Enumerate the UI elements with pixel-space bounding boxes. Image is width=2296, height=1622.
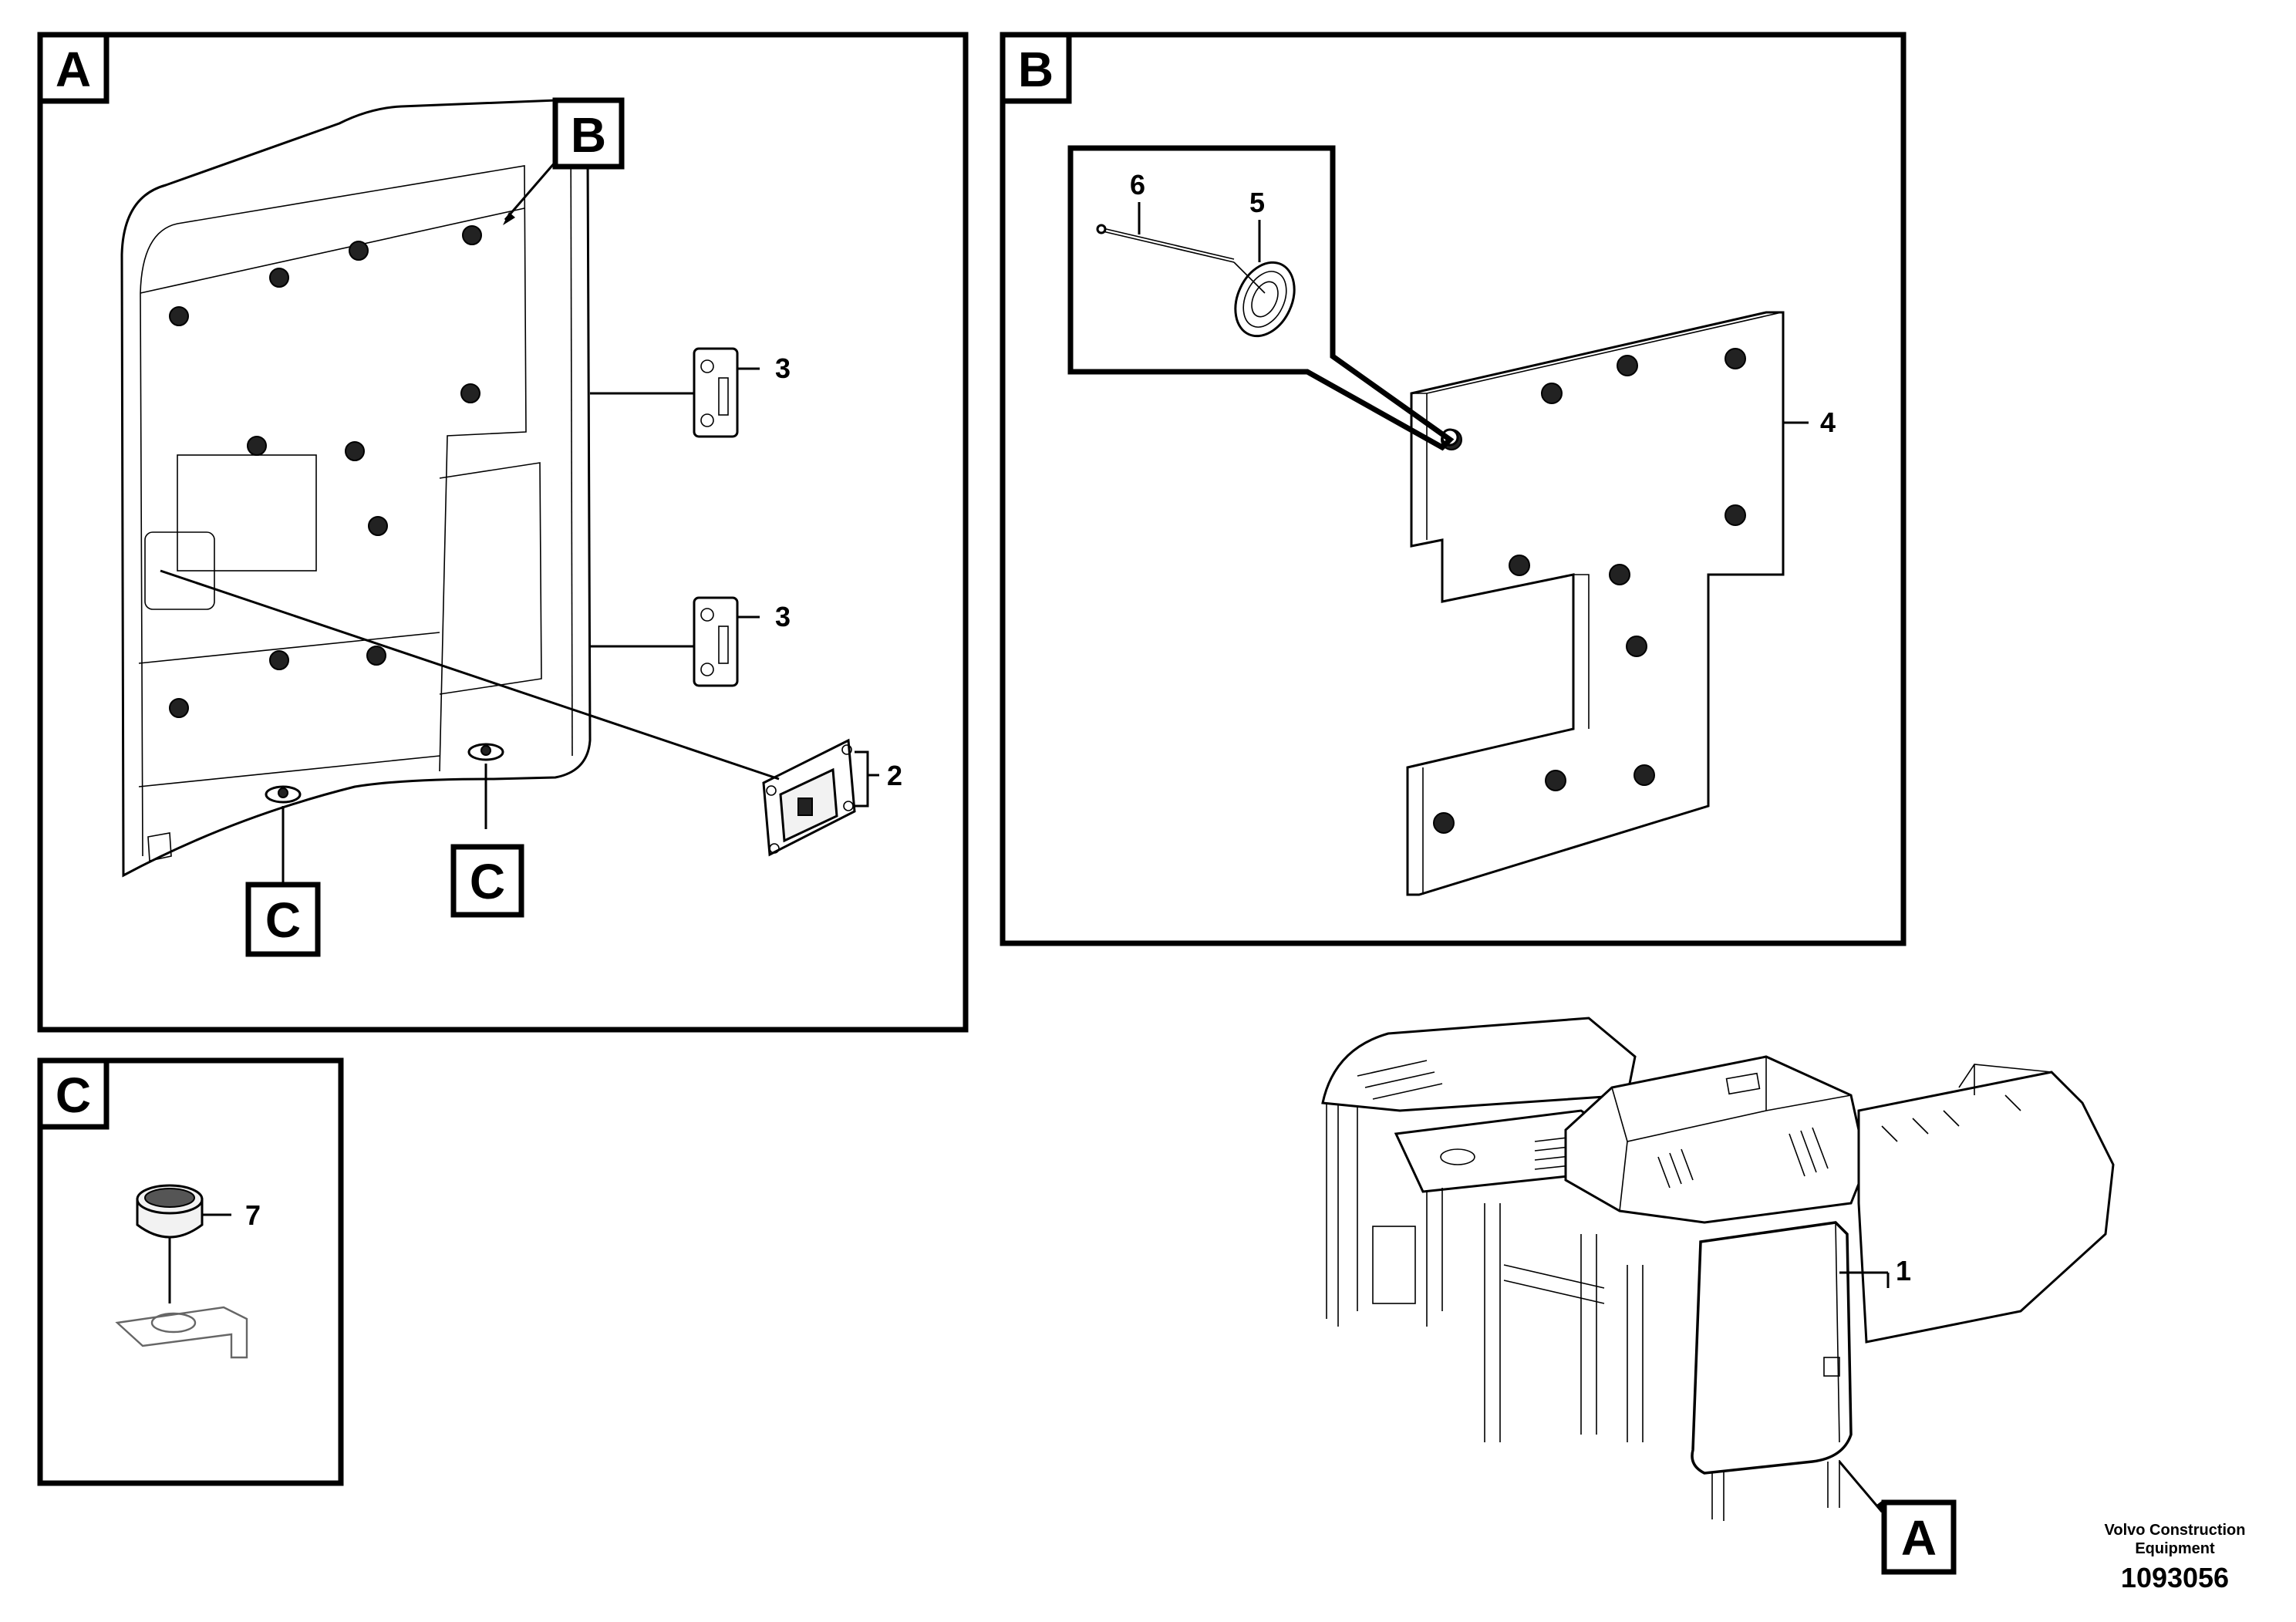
insulation-mat	[1406, 311, 1785, 896]
panel-c: C 7	[37, 1057, 344, 1486]
detail-tag-a-box	[1881, 1499, 1957, 1575]
company-name-line1: Volvo Construction	[2105, 1522, 2246, 1539]
callout-3-upper: 3	[775, 352, 791, 384]
panel-b-tag-box	[1000, 32, 1072, 104]
panel-c-frame	[37, 1057, 344, 1486]
callout-5: 5	[1249, 187, 1265, 218]
callout-3-lower: 3	[775, 601, 791, 632]
machine-side-door	[1691, 1221, 1853, 1475]
panel-b-tag: B	[1018, 42, 1054, 97]
callout-6: 6	[1130, 169, 1145, 201]
bottom-mounts	[265, 743, 504, 804]
panel-a-tag: A	[56, 42, 91, 97]
side-cover-panel	[120, 99, 592, 878]
panel-a-tag-box	[37, 32, 110, 104]
detail-tag-b-box	[552, 97, 625, 170]
drawing-number: 1093056	[2121, 1562, 2229, 1593]
panel-a: A	[37, 32, 969, 1033]
rubber-grommet	[136, 1184, 204, 1239]
callout-7: 7	[245, 1199, 261, 1231]
detail-tag-c-left-box	[245, 882, 321, 957]
callout-1: 1	[1896, 1255, 1911, 1286]
detail-tag-b: B	[571, 107, 606, 163]
detail-tag-c-left: C	[265, 892, 301, 948]
hinge-lower	[693, 596, 739, 687]
callout-4: 4	[1820, 406, 1836, 438]
panel-c-tag-box	[37, 1057, 110, 1130]
machine-overview: 1 A	[1321, 1017, 2115, 1575]
panel-c-tag: C	[56, 1067, 91, 1123]
detail-tag-a: A	[1901, 1510, 1937, 1566]
fastener-detail-inset	[1067, 145, 1455, 451]
footer: Volvo Construction Equipment 1093056	[2105, 1522, 2246, 1593]
detail-tag-c-right: C	[470, 854, 505, 909]
panel-b-frame	[1000, 32, 1907, 946]
hinge-upper	[693, 347, 739, 438]
panel-b: B 4	[1000, 32, 1907, 946]
panel-bolts	[169, 225, 482, 718]
panel-a-frame	[37, 32, 969, 1033]
mounting-bracket	[115, 1306, 248, 1359]
callout-2: 2	[887, 760, 902, 791]
switch-plate	[762, 738, 856, 857]
company-name-line2: Equipment	[2135, 1540, 2215, 1557]
detail-tag-c-right-box	[450, 844, 524, 918]
